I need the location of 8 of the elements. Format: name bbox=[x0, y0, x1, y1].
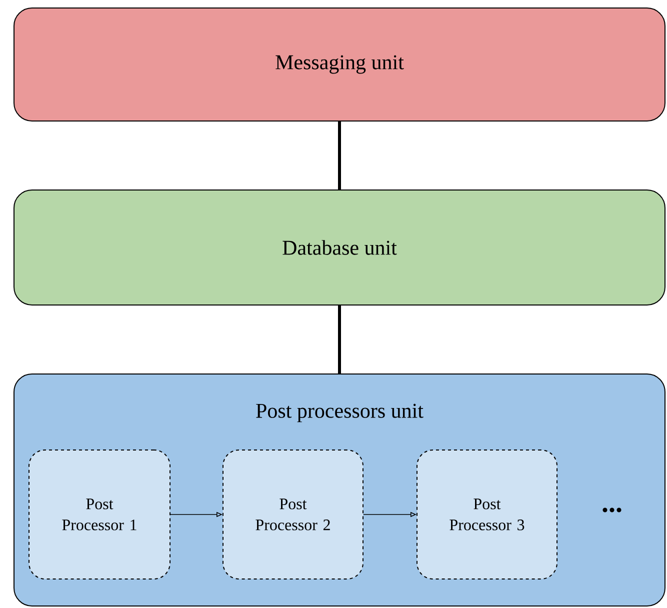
ellipsis: ... bbox=[602, 508, 622, 512]
processor-box: Post Processor 2 bbox=[222, 449, 364, 580]
connector-line bbox=[338, 306, 341, 374]
unit-box: Database unit bbox=[14, 190, 666, 306]
connector-line bbox=[338, 122, 341, 190]
unit-box: Messaging unit bbox=[14, 8, 666, 122]
processor-box: Post Processor 3 bbox=[416, 449, 558, 580]
processor-box: Post Processor 1 bbox=[28, 449, 170, 580]
